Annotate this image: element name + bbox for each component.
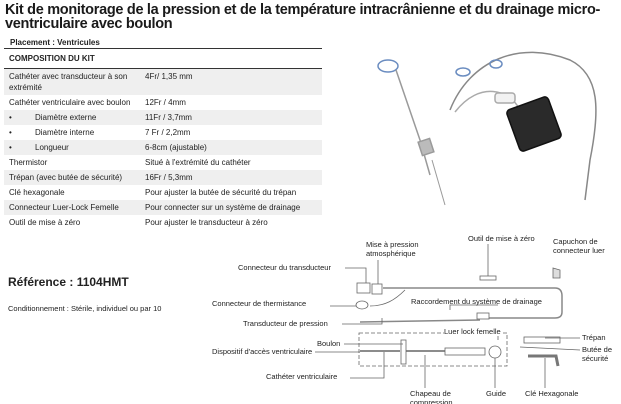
row-label-text: Diamètre interne [35,128,95,137]
row-label: • Diamètre interne [4,125,140,140]
component-diagram [315,244,581,388]
table-header: COMPOSITION DU KIT [4,48,322,69]
label-butee: Butée de sécurité [582,345,613,363]
row-value: Situé à l'extrémité du cathéter [145,158,251,167]
row-label-text: Thermistor [9,158,48,167]
row-value: 11Fr / 3,7mm [140,110,322,125]
row-value: Pour connecter sur un système de drainag… [140,200,322,215]
table-row: • Diamètre externe 11Fr / 3,7mm [4,110,322,125]
row-label: Trépan (avec butée de sécurité) [4,170,140,185]
row-value: 4Fr/ 1,35 mm [140,68,322,95]
row-label-text: Trépan (avec butée de sécurité) [9,173,123,182]
label-trepan: Trépan [582,333,606,342]
row-label: • Longueur [4,140,140,155]
label-mise-pression: Mise à pression atmosphérique [366,240,419,258]
row-label: Outil de mise à zéro [4,215,140,230]
row-label-text: Cathéter avec transducteur à son extrémi… [9,72,128,92]
label-capuchon: Capuchon de connecteur luer [553,237,605,255]
label-connecteur-transducteur: Connecteur du transducteur [238,263,331,272]
row-label-text: Connecteur Luer-Lock Femelle [9,203,119,212]
bullet-icon: • [9,143,12,152]
row-value: 7 Fr / 2,2mm [145,128,191,137]
label-chapeau: Chapeau de compression [410,389,453,404]
row-value: Pour ajuster le transducteur à zéro [145,218,268,227]
row-value: 16Fr / 5,3mm [140,170,322,185]
table-row: Clé hexagonale Pour ajuster la butée de s… [4,185,322,200]
row-label: Connecteur Luer-Lock Femelle [4,200,140,215]
row-label-text: Longueur [35,143,69,152]
table-row: • Diamètre interne 7 Fr / 2,2mm [4,125,322,140]
table-row: Trépan (avec butée de sécurité) 16Fr / 5,… [4,170,322,185]
row-label: Thermistor [4,155,140,170]
table-row: Outil de mise à zéro Pour ajuster le tran… [4,215,322,230]
label-connecteur-thermistance: Connecteur de thermistance [212,299,307,308]
label-cle: Clé Hexagonale [525,389,579,398]
row-label: Cathéter avec transducteur à son extrémi… [4,68,140,95]
label-guide: Guide [486,389,507,398]
row-label-text: Clé hexagonale [9,188,65,197]
row-label: Clé hexagonale [4,185,140,200]
row-label-text: Outil de mise à zéro [9,218,81,227]
label-luer: Luer lock femelle [444,327,501,336]
label-boulon: Boulon [317,339,341,348]
table-row: Cathéter avec transducteur à son extrémi… [4,68,322,95]
product-photo [377,51,597,206]
row-value: Pour ajuster la butée de sécurité du tré… [145,188,297,197]
bullet-icon: • [9,128,12,137]
row-value: 6-8cm (ajustable) [140,140,322,155]
row-label: • Diamètre externe [4,110,140,125]
bullet-icon: • [9,113,12,122]
label-dispositif: Dispositif d'accès ventriculaire [212,347,313,356]
label-outil: Outil de mise à zéro [468,234,535,243]
table-row: • Longueur 6-8cm (ajustable) [4,140,322,155]
row-label-text: Cathéter ventriculaire avec boulon [9,98,131,107]
page-title: Kit de monitorage de la pression et de l… [5,2,601,32]
kit-composition-table: COMPOSITION DU KIT Cathéter avec transdu… [4,48,322,230]
conditionnement: Conditionnement : Stérile, individuel ou… [8,304,162,313]
row-label-text: Diamètre externe [35,113,97,122]
placement-label: Placement : Ventricules [10,38,100,47]
reference: Référence : 1104HMT [8,275,129,289]
table-row: Thermistor Situé à l'extrémité du cathéte… [4,155,322,170]
label-catheter: Cathéter ventriculaire [266,372,338,381]
row-label: Cathéter ventriculaire avec boulon [4,95,140,110]
label-transducteur: Transducteur de pression [243,319,328,328]
label-raccordement: Raccordement du système de drainage [411,297,542,306]
table-row: Connecteur Luer-Lock Femelle Pour connect… [4,200,322,215]
row-value: 12Fr / 4mm [145,98,186,107]
table-row: Cathéter ventriculaire avec boulon 12Fr /… [4,95,322,110]
